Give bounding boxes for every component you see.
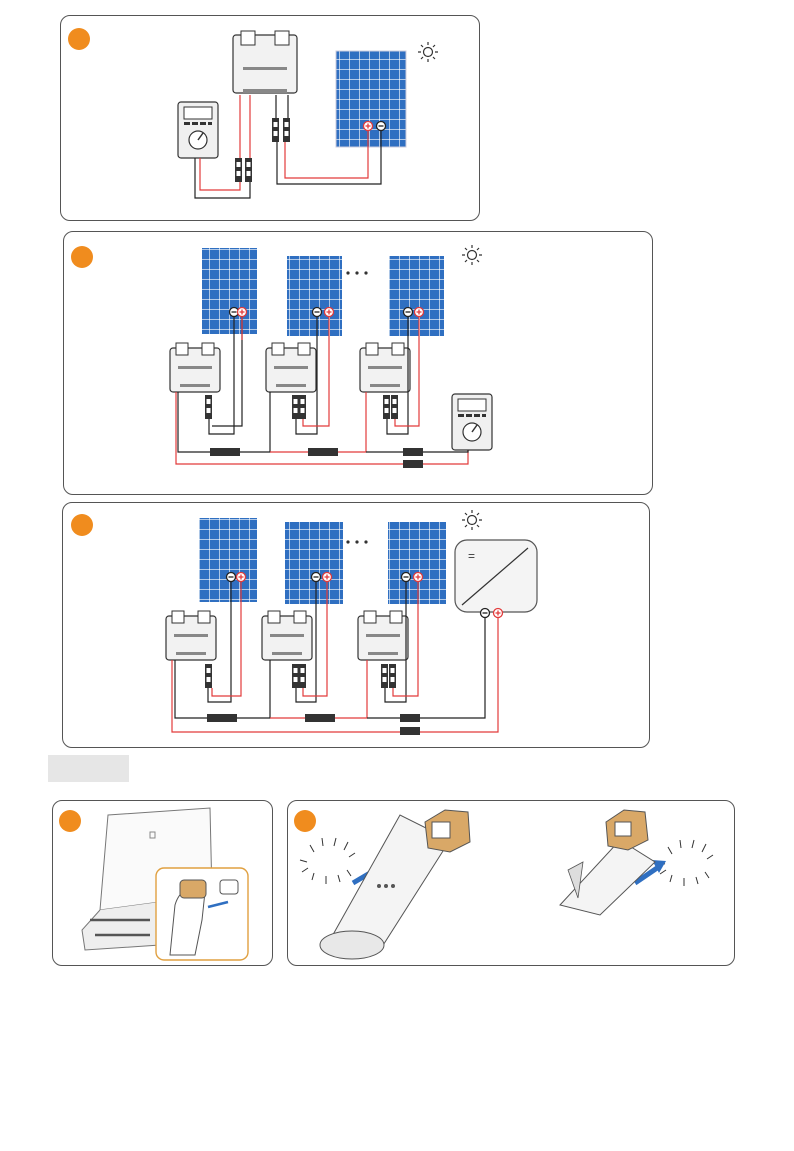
step-2-diagram	[170, 245, 492, 468]
ellipsis-icon	[346, 271, 367, 274]
step-3-diagram: =	[166, 510, 537, 735]
optimizer-icon	[233, 31, 297, 93]
optimizer-icon	[170, 343, 220, 392]
inverter-symbol: =	[468, 549, 475, 563]
step-5-diagram	[300, 810, 713, 959]
sun-icon	[462, 510, 482, 530]
click-sound-icon	[658, 840, 713, 886]
multimeter-icon	[452, 394, 492, 450]
ellipsis-icon	[346, 540, 367, 543]
inverter-icon: =	[455, 540, 537, 612]
optimizer-icon	[266, 343, 316, 392]
multimeter-icon	[178, 102, 218, 158]
dongle-icon	[606, 810, 648, 850]
dongle-icon	[425, 810, 470, 852]
solar-panel-icon	[389, 256, 444, 336]
optimizer-icon	[262, 611, 312, 660]
solar-panel-icon	[285, 522, 343, 604]
step-1-diagram	[178, 31, 438, 198]
step-4-diagram	[82, 808, 248, 960]
solar-panel-icon	[287, 256, 342, 336]
optimizer-icon	[358, 611, 408, 660]
solar-panel-icon	[336, 51, 406, 147]
click-sound-icon	[300, 838, 355, 884]
connector-icon	[235, 118, 290, 182]
solar-panel-icon	[202, 248, 257, 334]
solar-panel-icon	[388, 522, 446, 604]
sun-icon	[462, 245, 482, 265]
solar-panel-icon	[199, 518, 257, 602]
sun-icon	[418, 42, 438, 62]
optimizer-icon	[360, 343, 410, 392]
optimizer-icon	[166, 611, 216, 660]
